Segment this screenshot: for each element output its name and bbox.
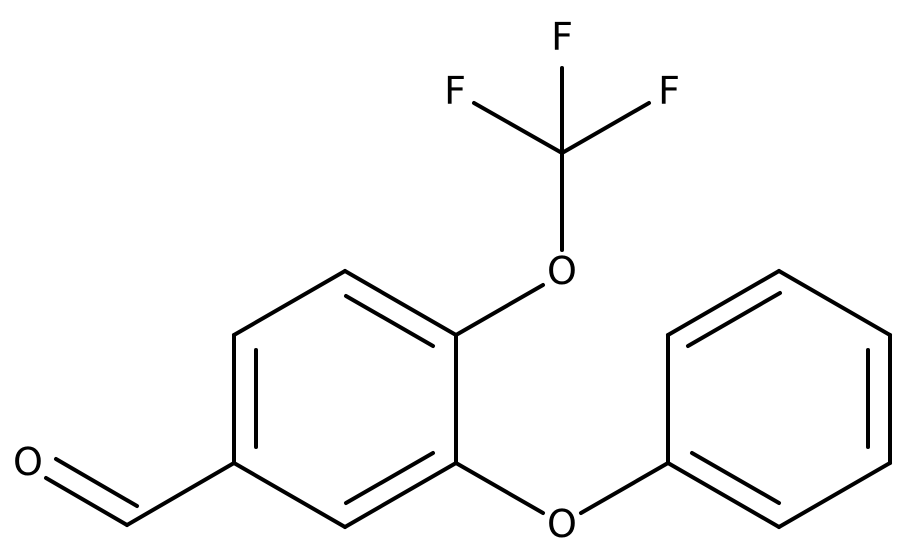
ether-oxygen-top-label: O xyxy=(547,249,577,293)
fluorine-right-label: F xyxy=(658,69,680,113)
fluorine-top-label: F xyxy=(551,15,573,59)
ring-bond xyxy=(777,461,892,529)
ring-double-bond xyxy=(344,294,435,348)
ring-double-bond xyxy=(690,451,781,505)
c-f-bond-right xyxy=(560,101,651,155)
phenoxy-group: O xyxy=(454,269,892,546)
ring-double-bond xyxy=(686,291,782,348)
phenyl-ring xyxy=(666,269,892,529)
carbonyl-double-bond xyxy=(54,457,139,508)
ring-bond xyxy=(232,461,347,529)
ring-double-bond xyxy=(344,451,435,505)
aldehyde-group: O xyxy=(13,440,236,527)
ether-oxygen-bottom-label: O xyxy=(547,502,577,546)
ring-bond xyxy=(777,269,892,337)
ring-bond xyxy=(666,269,781,337)
fluorine-left-label: F xyxy=(444,69,466,113)
ring-to-cho-bond xyxy=(125,461,236,527)
central-benzene-ring xyxy=(232,269,458,529)
ring-bond xyxy=(343,269,458,337)
trifluoromethoxy-group: O F F F xyxy=(444,15,680,337)
oxygen-to-phenyl-bond xyxy=(579,461,670,515)
ring-to-oxygen-bond xyxy=(454,461,545,515)
ring-bond xyxy=(666,461,781,529)
ring-bond xyxy=(232,269,347,337)
carbonyl-double-bond xyxy=(44,476,129,527)
ring-bond xyxy=(343,461,458,529)
aldehyde-oxygen-label: O xyxy=(13,440,43,484)
ring-to-oxygen-bond xyxy=(454,283,545,337)
c-f-bond-left xyxy=(472,101,564,155)
